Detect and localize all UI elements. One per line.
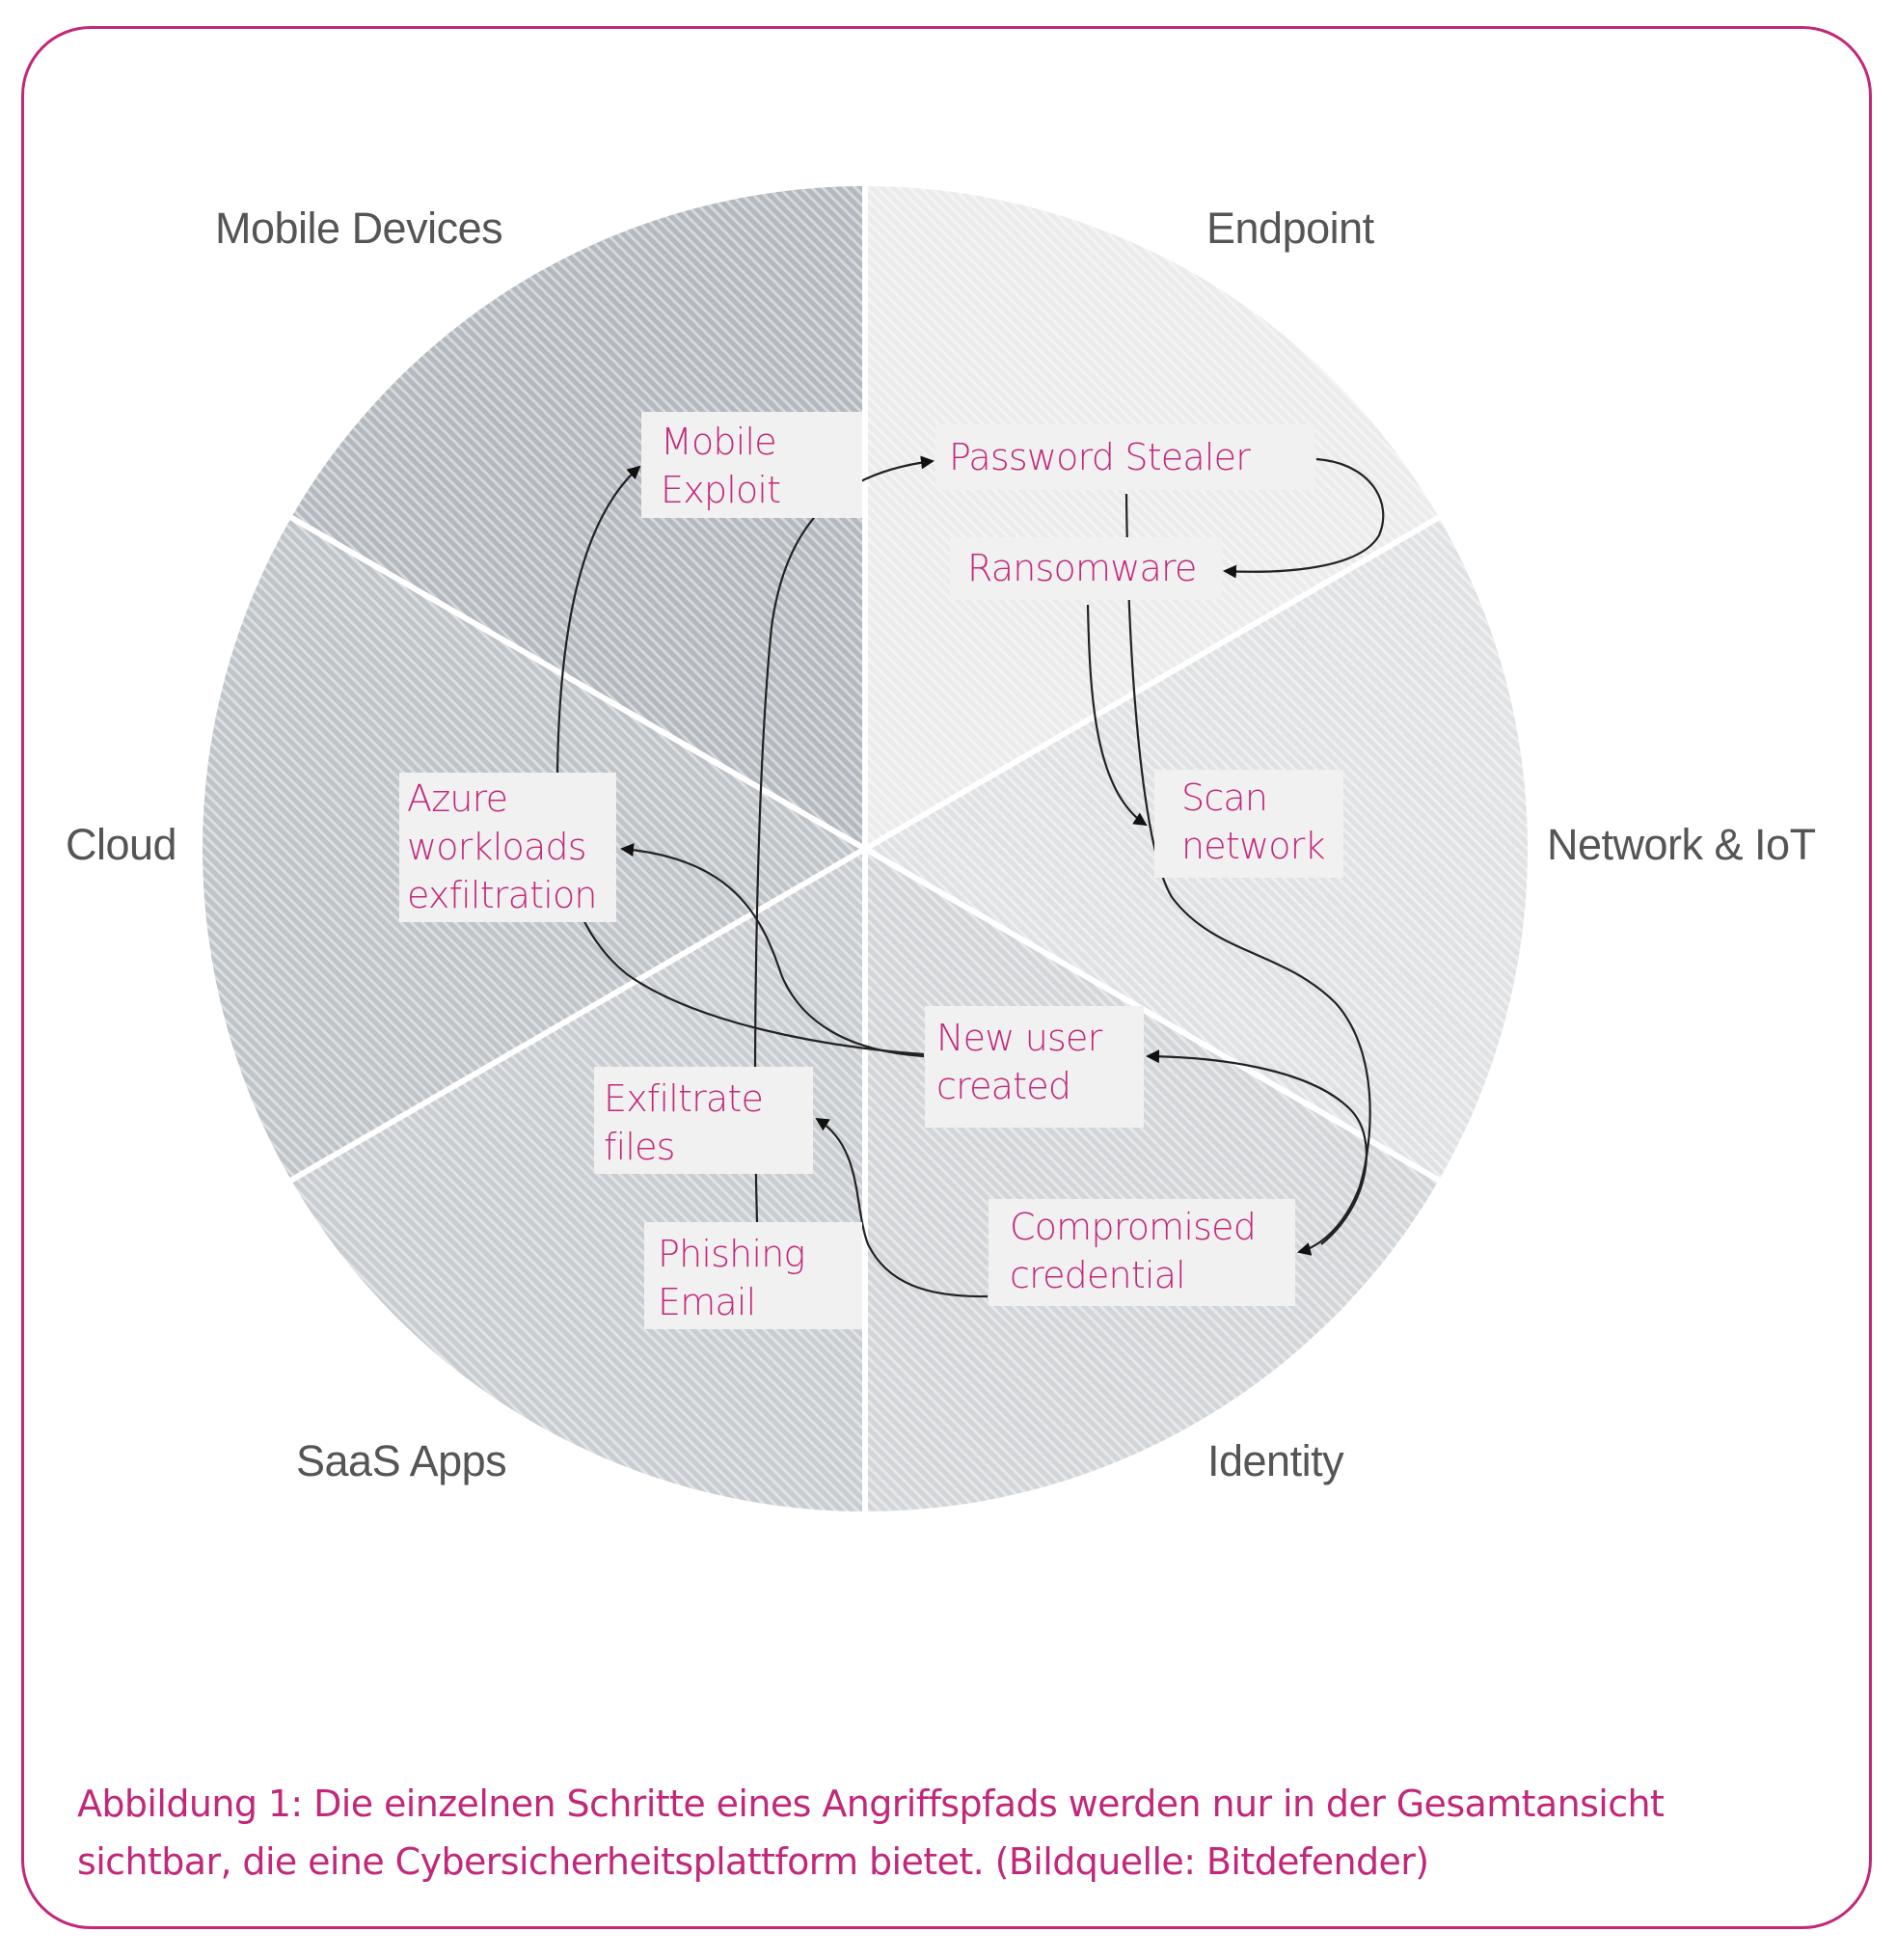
edge-compromised-to-exfiltrate: [815, 1117, 989, 1298]
sector-hatch-mobile: [291, 186, 866, 849]
node-mobile-exploit: Mobile Exploit: [641, 412, 862, 518]
caption-line-2: sichtbar, die eine Cybersicherheitsplatt…: [77, 1840, 1429, 1883]
caption-line-1: Abbildung 1: Die einzelnen Schritte eine…: [77, 1783, 1665, 1825]
node-phishing-email: Phishing Email: [644, 1222, 862, 1329]
node-azure-workloads: Azure workloads exfiltration: [399, 773, 616, 922]
sector-label-identity: Identity: [1207, 1436, 1344, 1485]
edge-new-user-to-azure: [620, 843, 925, 1058]
sector-label-cloud: Cloud: [66, 820, 177, 869]
sector-label-endpoint: Endpoint: [1206, 204, 1374, 253]
node-password-stealer: Password Stealer: [935, 424, 1314, 490]
sector-hatch-endpoint: [865, 186, 1439, 849]
sector-label-mobile-devices: Mobile Devices: [215, 204, 503, 253]
figure-caption: Abbildung 1: Die einzelnen Schritte eine…: [77, 1775, 1832, 1891]
edge-password-stealer-to-ransomware: [1223, 457, 1385, 579]
node-new-user-created: New user created: [925, 1006, 1144, 1128]
edge-compromised-to-new-user: [1146, 1049, 1368, 1245]
sector-divider: [863, 846, 1443, 1184]
node-ransomware: Ransomware: [950, 537, 1222, 600]
sector-divider: [863, 513, 1443, 852]
divider-lines: [287, 184, 1443, 1513]
sector-divider: [287, 513, 867, 852]
node-scan-network: Scan network: [1154, 770, 1343, 878]
sector-label-saas-apps: SaaS Apps: [296, 1436, 507, 1485]
sector-divider: [287, 846, 867, 1184]
sector-label-network-iot: Network & IoT: [1547, 820, 1816, 869]
sector-hatch-saas: [291, 849, 866, 1511]
node-exfiltrate-files: Exfiltrate files: [594, 1067, 813, 1174]
edge-password-stealer-to-compromised: [1124, 493, 1371, 1256]
edge-ransomware-to-scan-network: [1086, 604, 1148, 827]
figure-frame: [21, 26, 1872, 1929]
node-compromised-credential: Compromised credential: [989, 1199, 1295, 1306]
